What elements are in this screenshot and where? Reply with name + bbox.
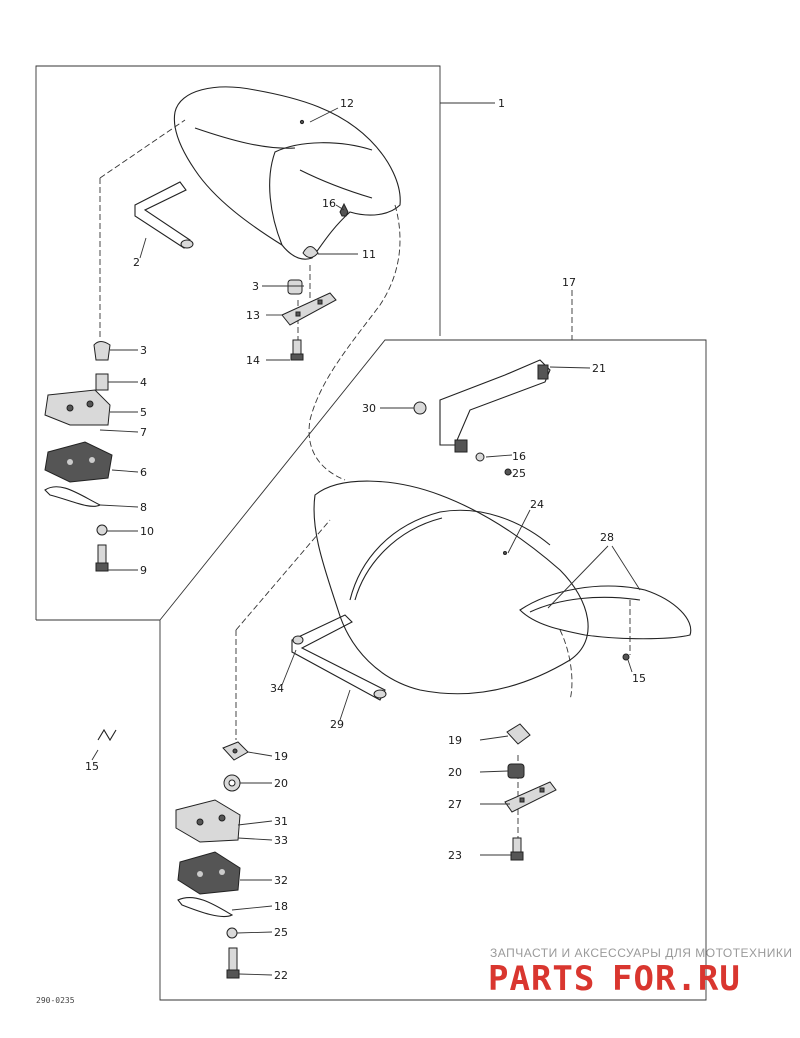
callout-19-right: 19: [448, 734, 462, 747]
callout-14: 14: [246, 354, 260, 367]
callout-20-left: 20: [274, 777, 288, 790]
callout-16-lower: 16: [512, 450, 526, 463]
nut-19-right: [506, 723, 531, 745]
callout-1: 1: [498, 97, 505, 110]
callout-5: 5: [140, 406, 147, 419]
washer-20-upper: [413, 401, 427, 415]
callout-15-right: 15: [632, 672, 646, 685]
bumper-11: [302, 246, 319, 258]
callout-3-upper: 3: [252, 280, 259, 293]
upper-seat: [173, 86, 401, 260]
document-id: 290-0235: [36, 996, 75, 1005]
latch-body-6: [44, 441, 113, 483]
callout-20-right: 20: [448, 766, 462, 779]
watermark-tagline: ЗАПЧАСТИ И АКСЕССУАРЫ ДЛЯ МОТОТЕХНИКИ: [490, 946, 792, 960]
watermark-logo-left: PARTS: [488, 959, 595, 999]
bumper-3-top: [287, 279, 303, 295]
washer-20-right: [507, 763, 525, 779]
callout-22: 22: [274, 969, 288, 982]
callout-3-left: 3: [140, 344, 147, 357]
spacer-4: [95, 373, 109, 391]
nut-19-left: [222, 741, 249, 761]
callout-8: 8: [140, 501, 147, 514]
seat-rivet-mark: [299, 119, 305, 125]
grab-rail-21: [439, 359, 551, 453]
callout-27: 27: [448, 798, 462, 811]
latch-plate-31: [175, 799, 241, 843]
callout-12: 12: [340, 97, 354, 110]
callout-31: 31: [274, 815, 288, 828]
clip-15-symbol: [97, 728, 117, 742]
callout-7: 7: [140, 426, 147, 439]
callout-11: 11: [362, 248, 376, 261]
latch-plate-5: [44, 389, 111, 426]
callout-15-left: 15: [85, 760, 99, 773]
callout-16-upper: 16: [322, 197, 336, 210]
bracket-27: [504, 781, 557, 813]
callout-2: 2: [133, 256, 140, 269]
callout-32: 32: [274, 874, 288, 887]
callout-25-upper: 25: [512, 467, 526, 480]
clip-15: [622, 653, 630, 661]
callout-13: 13: [246, 309, 260, 322]
callout-24: 24: [530, 498, 544, 511]
cable-8: [44, 486, 102, 507]
nut-10: [96, 524, 108, 536]
callout-25-lower: 25: [274, 926, 288, 939]
lower-seat: [313, 480, 692, 695]
leader-lines: [91, 107, 641, 976]
washer-26-left: [226, 927, 238, 939]
bumper-3-left: [93, 341, 111, 361]
bracket-13: [281, 292, 337, 326]
latch-body-32: [177, 851, 241, 895]
callout-9: 9: [140, 564, 147, 577]
screw-23: [510, 837, 524, 861]
cable-18: [177, 897, 234, 918]
callout-23: 23: [448, 849, 462, 862]
callout-labels: 1 2 3 3 4 5 6 7 8 9 10 11 12 13 14 15 15…: [85, 97, 646, 982]
washer-20-left: [223, 774, 241, 792]
grab-bar-29: [291, 614, 387, 701]
callout-21: 21: [592, 362, 606, 375]
callout-30: 30: [362, 402, 376, 415]
watermark: ЗАПЧАСТИ И АКСЕССУАРЫ ДЛЯ МОТОТЕХНИКИ PA…: [488, 946, 792, 999]
callout-28: 28: [600, 531, 614, 544]
screw-9: [95, 544, 109, 572]
screw-14: [290, 339, 304, 361]
callout-18: 18: [274, 900, 288, 913]
callout-33: 33: [274, 834, 288, 847]
callout-10: 10: [140, 525, 154, 538]
callout-34: 34: [270, 682, 284, 695]
callout-6: 6: [140, 466, 147, 479]
washer-26: [475, 452, 485, 462]
callout-29: 29: [330, 718, 344, 731]
assembly-frame-17: [159, 290, 707, 1001]
callout-4: 4: [140, 376, 147, 389]
screw-22: [226, 947, 240, 979]
assembly-frame-1: [35, 65, 495, 621]
callout-17: 17: [562, 276, 576, 289]
grab-bar-2: [134, 181, 194, 249]
watermark-logo-right: FOR.RU: [612, 959, 741, 999]
callout-19-left: 19: [274, 750, 288, 763]
